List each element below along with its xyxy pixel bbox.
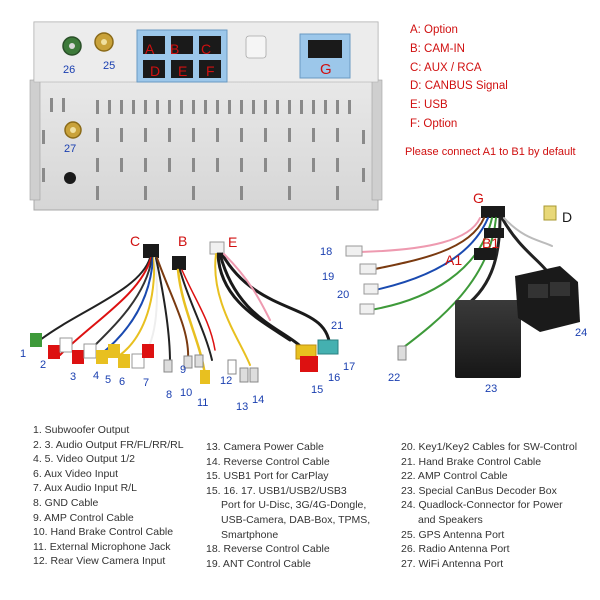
legend-item: 24. Quadlock-Connector for Power: [401, 499, 563, 512]
legend-item: 27. WiFi Antenna Port: [401, 557, 504, 570]
legend-item: 23. Special CanBus Decoder Box: [401, 484, 557, 497]
harness-e-usb: [209, 241, 339, 383]
callout-10: 10: [180, 387, 192, 399]
callout-7: 7: [143, 377, 149, 389]
callout-4: 4: [93, 370, 99, 382]
legend-item: 7. Aux Audio Input R/L: [33, 482, 137, 495]
legend-item: Port for U-Disc, 3G/4G-Dongle,: [221, 499, 367, 512]
port-legend-item: C: AUX / RCA: [410, 61, 482, 74]
port-legend-item: A: Option: [410, 24, 458, 36]
callout-11: 11: [197, 397, 208, 409]
callout-22: 22: [388, 372, 400, 384]
legend-item: 25. GPS Antenna Port: [401, 528, 505, 541]
port-label-b: B: [170, 41, 179, 57]
callout-20: 20: [337, 289, 349, 301]
callout-numbers: 1 2 3 4 5 6 7 8 9 10 11 12 13 14 15 16 1…: [20, 246, 587, 413]
port-label-g: G: [320, 61, 332, 78]
connector-label-g: G: [473, 190, 484, 206]
callout-1: 1: [20, 348, 26, 360]
legend-column-2: 13. Camera Power Cable 14. Reverse Contr…: [206, 440, 370, 571]
legend-item: 15. 16. 17. USB1/USB2/USB3: [206, 484, 347, 497]
connector-block-g: [299, 33, 351, 79]
callout-21: 21: [331, 320, 343, 332]
label-plate: [245, 35, 267, 59]
callout-12: 12: [220, 375, 232, 387]
legend-item: 1. Subwoofer Output: [33, 424, 130, 436]
port-label-a: A: [145, 41, 155, 57]
quadlock-connector: [515, 266, 580, 332]
port-legend: A: Option B: CAM-IN C: AUX / RCA D: CANB…: [410, 21, 508, 134]
port-legend-item: B: CAM-IN: [410, 42, 465, 55]
callout-14: 14: [252, 394, 264, 406]
connector-label-b: B: [178, 233, 187, 249]
radio-antenna-port: [62, 36, 82, 56]
legend-item: 14. Reverse Control Cable: [206, 455, 330, 468]
port-legend-item: E: USB: [410, 99, 448, 112]
legend-item: 15. USB1 Port for CarPlay: [206, 470, 329, 483]
legend-item: USB-Camera, DAB-Box, TPMS,: [221, 513, 371, 526]
port-label-c: C: [201, 41, 211, 57]
callout-24: 24: [575, 327, 587, 339]
callout-23: 23: [485, 383, 497, 395]
legend-item: 11. External Microphone Jack: [33, 540, 171, 553]
callout-15: 15: [311, 384, 323, 396]
legend-item: and Speakers: [418, 513, 483, 526]
port-label-d: D: [150, 63, 160, 79]
legend-item: 6. Aux Video Input: [33, 467, 119, 480]
port-label-25: 25: [103, 60, 115, 72]
callout-16: 16: [328, 372, 340, 384]
port-legend-item: F: Option: [410, 117, 458, 130]
legend-column-1: 1. Subwoofer Output 2. 3. Audio Output F…: [33, 423, 184, 569]
legend-item: 18. Reverse Control Cable: [206, 543, 330, 556]
connector-label-d: D: [562, 209, 572, 225]
harness-b-camera: [172, 256, 216, 384]
legend-item: 13. Camera Power Cable: [206, 441, 324, 453]
connection-note: Please connect A1 to B1 by default: [405, 146, 576, 158]
port-legend-item: D: CANBUS Signal: [410, 80, 508, 93]
callout-18: 18: [320, 246, 332, 258]
callout-8: 8: [166, 389, 172, 401]
connector-label-a1: A1: [445, 252, 462, 268]
harness-power-can: [345, 205, 557, 361]
port-label-e: E: [178, 63, 187, 79]
connector-block-af: [136, 29, 228, 83]
legend-item: 22. AMP Control Cable: [401, 470, 508, 483]
connector-label-c: C: [130, 233, 140, 249]
port-label-27: 27: [64, 143, 76, 155]
connector-label-b1: B1: [482, 235, 499, 251]
callout-13: 13: [236, 401, 248, 413]
port-label-f: F: [206, 63, 215, 79]
callout-6: 6: [119, 376, 125, 388]
canbus-decoder-box: [455, 300, 521, 378]
callout-2: 2: [40, 359, 46, 371]
callout-3: 3: [70, 371, 76, 383]
legend-item: 12. Rear View Camera Input: [33, 555, 166, 568]
rca-plugs: [30, 333, 193, 373]
legend-item: 21. Hand Brake Control Cable: [401, 455, 542, 468]
wifi-antenna-port: [64, 121, 82, 139]
legend-item: 4. 5. Video Output 1/2: [33, 453, 135, 466]
legend-item: 9. AMP Control Cable: [33, 511, 134, 524]
legend-item: 10. Hand Brake Control Cable: [33, 526, 174, 539]
legend-item: 8. GND Cable: [33, 496, 99, 509]
legend-item: 26. Radio Antenna Port: [401, 543, 510, 556]
callout-19: 19: [322, 271, 334, 283]
legend-column-3: 20. Key1/Key2 Cables for SW-Control 21. …: [401, 440, 577, 571]
legend-item: Smartphone: [221, 528, 279, 541]
port-label-26: 26: [63, 64, 75, 76]
legend-item: 19. ANT Control Cable: [206, 557, 311, 570]
gps-antenna-port: [94, 32, 114, 52]
callout-17: 17: [343, 361, 355, 373]
legend-item: 20. Key1/Key2 Cables for SW-Control: [401, 441, 578, 453]
connector-label-e: E: [228, 234, 237, 250]
callout-9: 9: [180, 364, 186, 376]
legend-item: 2. 3. Audio Output FR/FL/RR/RL: [33, 438, 184, 451]
callout-5: 5: [105, 374, 111, 386]
